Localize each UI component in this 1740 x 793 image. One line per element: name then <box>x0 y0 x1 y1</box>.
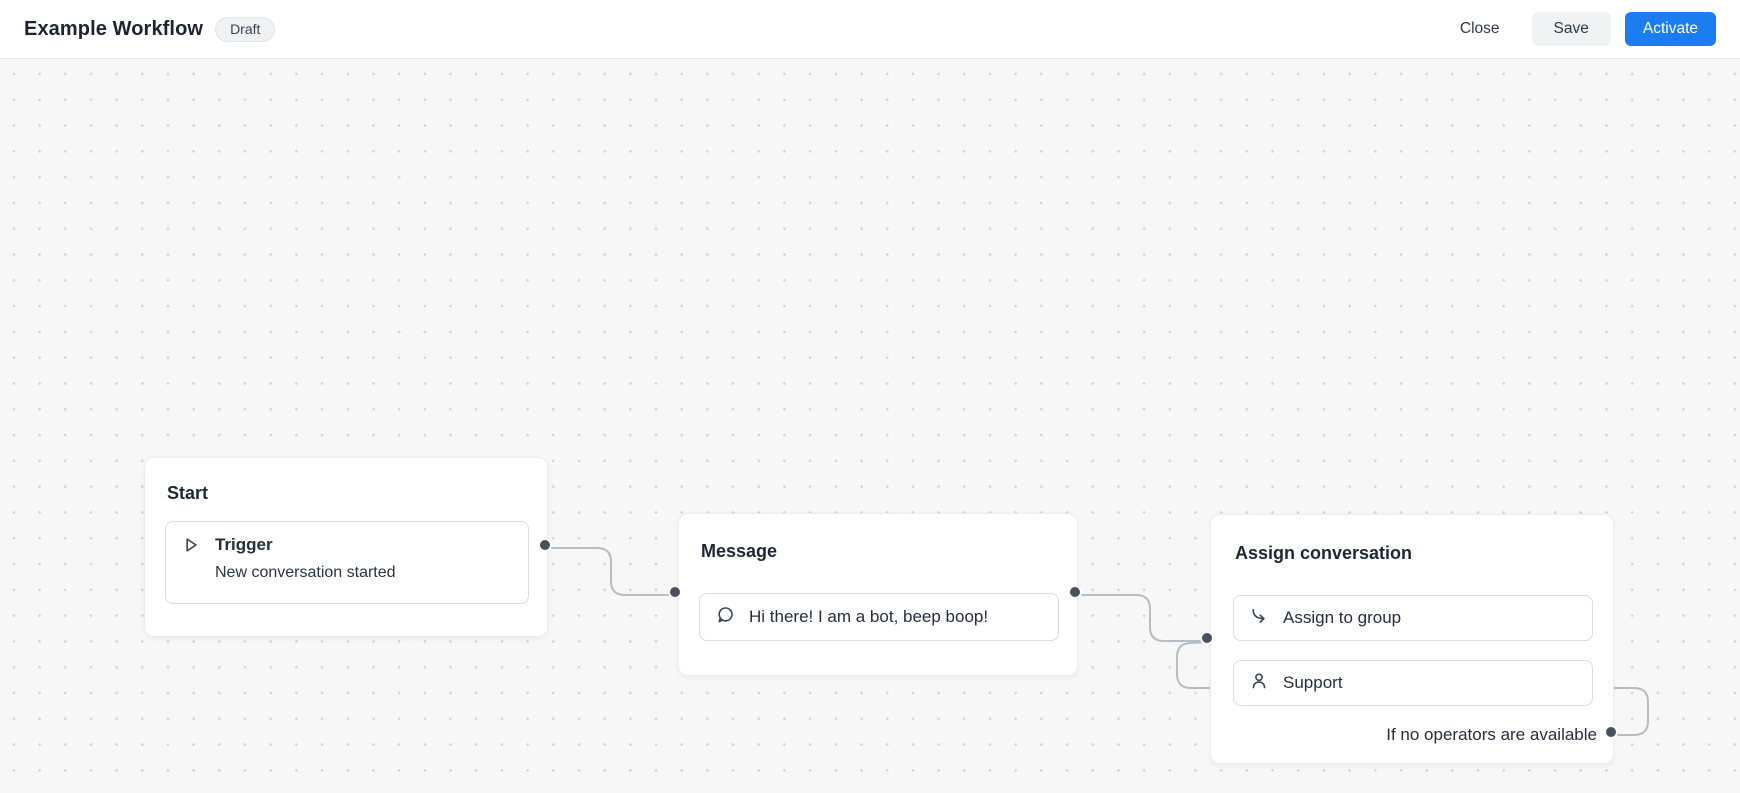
port-message-input[interactable] <box>669 586 680 597</box>
workflow-title: Example Workflow <box>24 17 204 40</box>
trigger-sublabel: New conversation started <box>215 564 396 581</box>
play-icon <box>181 535 201 560</box>
chat-bubble-icon <box>715 605 735 630</box>
assign-to-group-label: Assign to group <box>1283 608 1402 627</box>
status-badge: Draft <box>215 16 276 42</box>
node-start[interactable]: Start Trigger New conversation started <box>144 457 548 637</box>
top-bar: Example Workflow Draft Close Save Activa… <box>0 0 1740 59</box>
node-message[interactable]: Message Hi there! I am a bot, beep boop! <box>678 513 1078 676</box>
port-message-output[interactable] <box>1069 586 1080 597</box>
trigger-label: Trigger <box>215 535 273 554</box>
activate-button[interactable]: Activate <box>1624 12 1716 46</box>
node-start-title: Start <box>167 483 209 503</box>
person-icon <box>1249 671 1269 696</box>
node-assign-conversation[interactable]: Assign conversation Assign to group Supp… <box>1210 514 1614 764</box>
edge-start-to-message <box>548 547 678 596</box>
close-button[interactable]: Close <box>1450 12 1510 46</box>
assign-arrow-icon <box>1249 606 1269 631</box>
support-group-label: Support <box>1283 673 1343 692</box>
edge-message-to-assign <box>1078 594 1210 642</box>
assign-to-group-item[interactable]: Assign to group <box>1233 595 1593 641</box>
node-assign-title: Assign conversation <box>1235 543 1413 563</box>
fallback-condition-label: If no operators are available <box>1386 725 1597 744</box>
message-text: Hi there! I am a bot, beep boop! <box>749 607 989 626</box>
port-assign-fallback-output[interactable] <box>1605 726 1616 737</box>
port-assign-input[interactable] <box>1201 632 1212 643</box>
save-button[interactable]: Save <box>1531 12 1611 46</box>
trigger-text-group: Trigger New conversation started <box>215 534 396 584</box>
message-item[interactable]: Hi there! I am a bot, beep boop! <box>699 593 1059 641</box>
workflow-canvas[interactable] <box>0 59 1740 793</box>
node-message-title: Message <box>701 541 778 561</box>
port-start-output[interactable] <box>539 539 550 550</box>
support-group-item[interactable]: Support <box>1233 660 1593 706</box>
trigger-item[interactable]: Trigger New conversation started <box>165 521 529 604</box>
